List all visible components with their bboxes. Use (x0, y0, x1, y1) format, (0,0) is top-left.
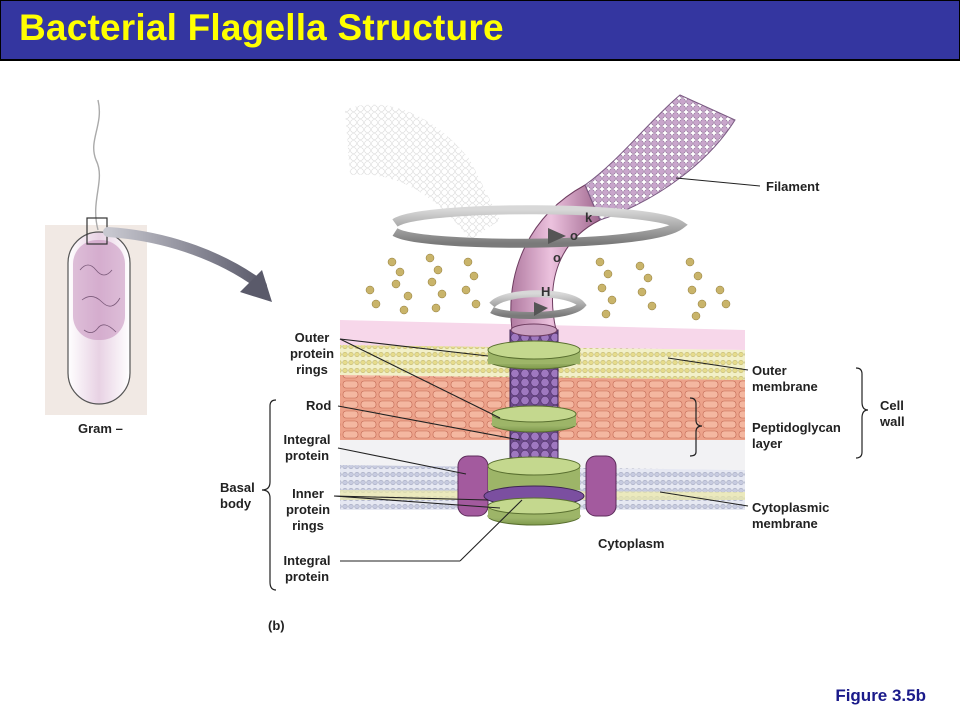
outer-membrane-label: Outer membrane (752, 363, 818, 394)
hook-letter-o1: o (553, 250, 561, 265)
cytoplasm-label: Cytoplasm (598, 536, 665, 551)
brackets (261, 367, 869, 591)
basal-body-label: Basal body (220, 480, 255, 511)
hook-letter-h: H (541, 284, 550, 299)
hook-text: H o o k (541, 210, 593, 299)
hook-letter-o2: o (570, 228, 578, 243)
leader-lines (333, 177, 761, 562)
inner-protein-rings-label: Inner protein rings (285, 486, 331, 533)
hook-letter-k: k (585, 210, 593, 225)
slide-title: Bacterial Flagella Structure (19, 7, 504, 48)
rod-label: Rod (306, 398, 332, 413)
cytoplasmic-membrane-label: Cytoplasmic membrane (752, 500, 830, 531)
outer-protein-rings-label: Outer protein rings (289, 330, 335, 377)
title-bar: Bacterial Flagella Structure (0, 0, 960, 61)
integral-protein-upper-label: Integral protein (283, 432, 331, 463)
panel-label: (b) (268, 618, 285, 633)
gram-negative-cell (45, 99, 272, 415)
peptidoglycan-layer-label: Peptidoglycan layer (752, 420, 841, 451)
gram-negative-label: Gram – (78, 421, 123, 436)
flagellum-cutaway (340, 94, 745, 526)
filament-label: Filament (766, 179, 820, 194)
cell-wall-label: Cell wall (880, 398, 905, 429)
integral-protein-lower-label: Integral protein (283, 553, 331, 584)
figure-label: Figure 3.5b (835, 686, 926, 705)
